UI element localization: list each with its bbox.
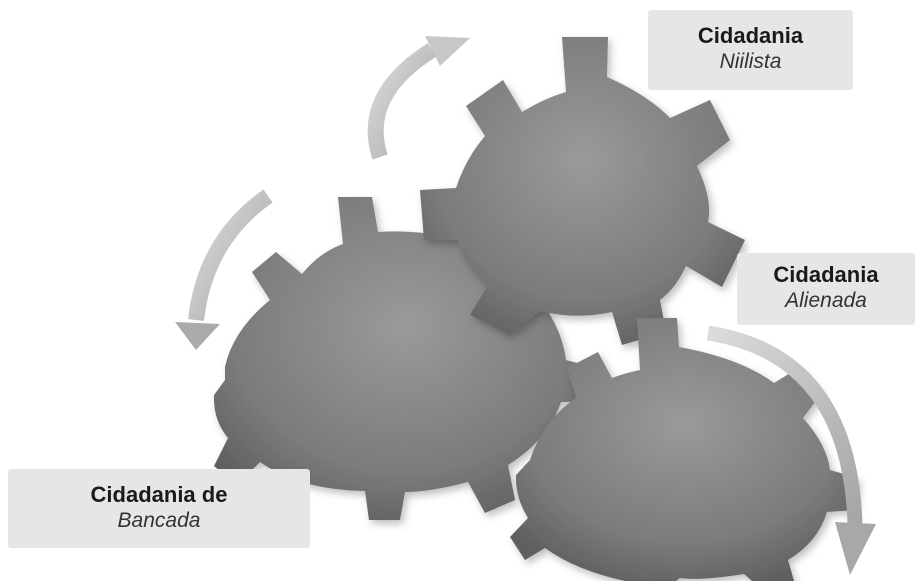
label-alienada-line2: Alienada — [785, 289, 867, 312]
label-bancada-line1: Cidadania de — [90, 482, 228, 507]
gear-alienada — [510, 318, 858, 581]
label-cidadania-niilista: Cidadania Niilista — [648, 10, 853, 90]
label-niilista-line2: Niilista — [719, 50, 782, 73]
arrow-right — [706, 325, 876, 575]
gear-niilista — [420, 37, 745, 345]
label-niilista-line1: Cidadania — [697, 23, 804, 48]
arrow-left — [175, 189, 273, 350]
label-cidadania-de-bancada: Cidadania de Bancada — [8, 469, 310, 548]
arrow-top — [367, 36, 470, 160]
label-alienada-line1: Cidadania — [773, 262, 879, 287]
label-cidadania-alienada: Cidadania Alienada — [737, 253, 915, 325]
label-bancada-line2: Bancada — [117, 509, 201, 532]
